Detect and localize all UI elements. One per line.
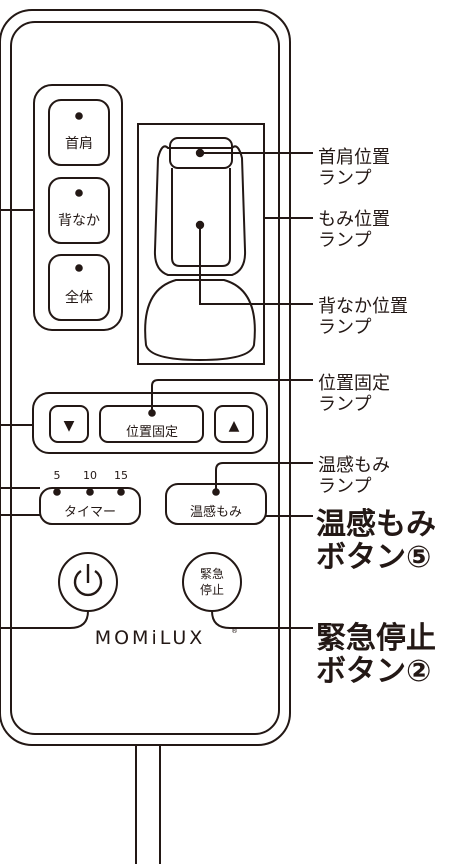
neck-shoulder-label: 首肩 xyxy=(65,136,93,152)
timer-value-10: 10 xyxy=(83,469,97,482)
massage-position-lamp-panel xyxy=(137,123,265,365)
remote-outer-shell xyxy=(0,9,291,746)
chair-backrest xyxy=(153,145,247,276)
callout-neck-shoulder-lamp-1: 首肩位置 xyxy=(318,147,390,168)
lamp-massage-position xyxy=(195,220,205,230)
leader-left-power xyxy=(0,610,89,629)
callout-neck-shoulder-lamp-2: ランプ xyxy=(318,168,371,189)
down-button[interactable] xyxy=(49,405,89,443)
callout-massage-position-lamp-1: もみ位置 xyxy=(318,209,390,230)
power-icon xyxy=(73,569,103,597)
callout-warm-massage-lamp-2: ランプ xyxy=(318,476,371,497)
position-lock-row xyxy=(32,392,268,454)
lamp-neck-shoulder-button xyxy=(75,112,83,120)
leader-emergency-stop-button xyxy=(211,610,313,629)
timer-label: タイマー xyxy=(64,505,116,520)
lamp-back-button xyxy=(75,189,83,197)
position-button-group xyxy=(33,84,123,331)
callout-back-position-lamp-1: 背なか位置 xyxy=(318,296,408,317)
neck-shoulder-button[interactable] xyxy=(48,99,110,166)
callout-back-position-lamp-2: ランプ xyxy=(318,317,371,338)
leader-position-lock-lamp xyxy=(151,379,313,410)
callout-emergency-stop-button-2: ボタン② xyxy=(316,654,431,689)
timer-value-5: 5 xyxy=(54,469,61,482)
back-label: 背なか xyxy=(58,213,100,229)
callout-emergency-stop-button-1: 緊急停止 xyxy=(316,621,436,656)
warm-massage-label: 温感もみ xyxy=(190,504,242,520)
emergency-stop-label-line1: 緊急 xyxy=(200,566,224,581)
callout-position-lock-lamp-2: ランプ xyxy=(318,394,371,415)
lamp-position-lock xyxy=(148,409,156,417)
full-body-button[interactable] xyxy=(48,254,110,321)
brand-logo: MOMiLUX xyxy=(95,627,206,649)
emergency-stop-label-line2: 停止 xyxy=(200,582,224,597)
up-icon: ▲ xyxy=(229,418,240,434)
down-icon: ▼ xyxy=(64,418,75,434)
up-button[interactable] xyxy=(214,405,254,443)
brand-registered-mark: ® xyxy=(231,627,238,635)
remote-inner-panel xyxy=(10,21,280,735)
callout-massage-position-lamp-2: ランプ xyxy=(318,230,371,251)
callout-warm-massage-button-2: ボタン⑤ xyxy=(316,540,431,575)
timer-button[interactable] xyxy=(39,487,141,525)
lamp-warm-massage xyxy=(212,488,220,496)
back-button[interactable] xyxy=(48,177,110,244)
emergency-stop-button[interactable] xyxy=(182,552,242,612)
lamp-timer-5 xyxy=(53,488,61,496)
lamp-neck-shoulder-position xyxy=(195,148,205,158)
lamp-full-body-button xyxy=(75,264,83,272)
callout-position-lock-lamp-1: 位置固定 xyxy=(318,373,390,394)
lamp-timer-15 xyxy=(117,488,125,496)
timer-value-15: 15 xyxy=(114,469,128,482)
lamp-timer-10 xyxy=(86,488,94,496)
leader-back-position-lamp xyxy=(199,225,313,305)
leader-warm-massage-lamp xyxy=(215,462,313,490)
full-body-label: 全体 xyxy=(65,289,93,306)
callout-warm-massage-button-1: 温感もみ xyxy=(316,507,436,542)
position-lock-label: 位置固定 xyxy=(126,425,178,440)
callout-warm-massage-lamp-1: 温感もみ xyxy=(318,455,390,476)
